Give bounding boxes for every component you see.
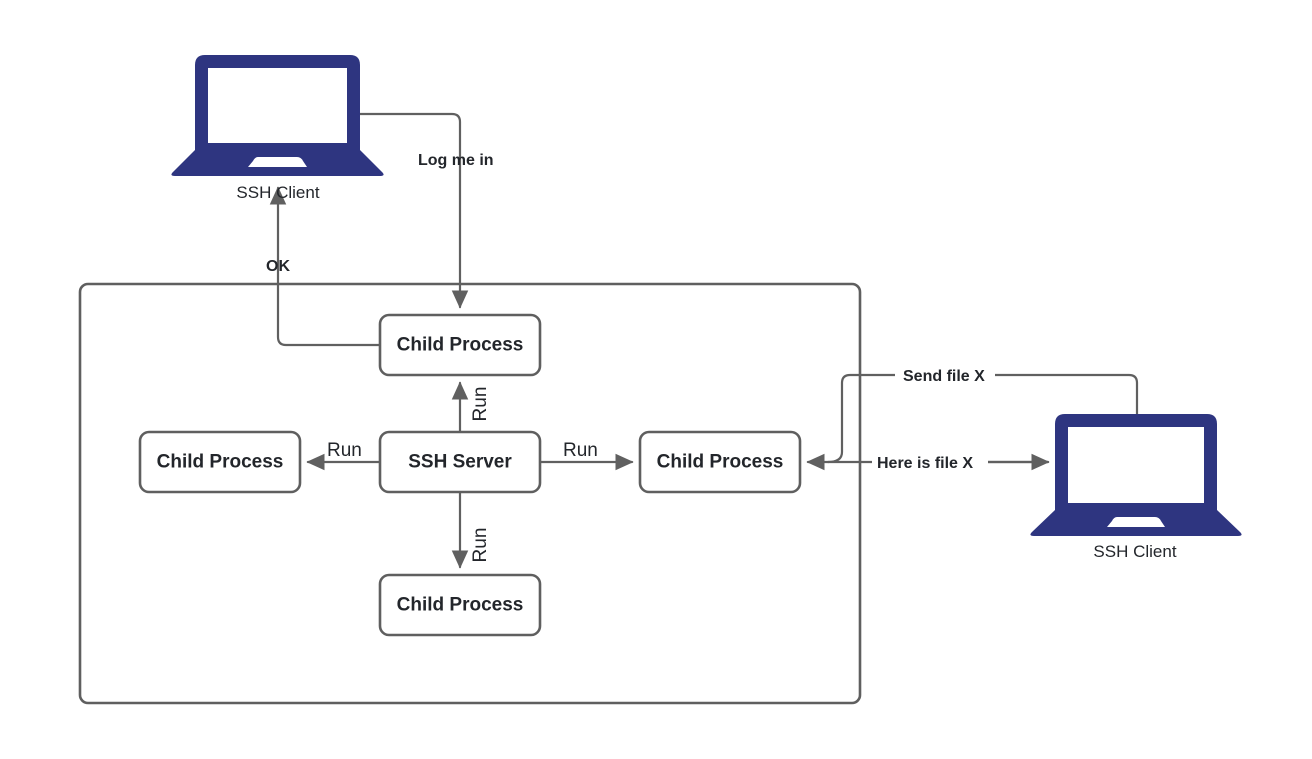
edge-label-send-file-x: Send file X [903,368,985,385]
edge-label-log-me-in: Log me in [418,152,494,169]
device-label-ssh-client-top: SSH Client [236,183,319,202]
device-ssh-client-right[interactable]: SSH Client [1030,414,1242,561]
node-child-right[interactable]: Child Process [638,430,802,494]
node-child-bottom-shape [378,573,542,637]
edge-label-run-left: Run [327,440,362,461]
node-child-bottom[interactable]: Child Process [378,573,542,637]
device-label-ssh-client-right: SSH Client [1093,542,1176,561]
node-child-top-shape [378,313,542,377]
edge-label-run-right: Run [563,440,598,461]
edge-label-run-up: Run [470,387,491,422]
device-ssh-client-top[interactable]: SSH Client [171,55,384,202]
node-ssh-server[interactable]: SSH Server [378,430,542,494]
node-child-top[interactable]: Child Process [378,313,542,377]
node-child-left-shape [138,430,302,494]
laptop-icon [171,55,384,176]
node-child-left[interactable]: Child Process [138,430,302,494]
edge-label-here-is-file-x: Here is file X [877,455,973,472]
label-backdrop-here [872,453,988,471]
edge-send-file-x-line [826,373,1139,464]
node-ssh-server-shape [378,430,542,494]
edge-label-run-down: Run [470,528,491,563]
ssh-server-host-container [78,282,862,705]
node-child-bottom-label: Child Process [397,595,524,616]
label-backdrop-send [895,366,995,384]
edge-log-me-in-line [356,112,469,309]
edge-ok-line [269,186,382,347]
node-child-right-shape [638,430,802,494]
node-ssh-server-label: SSH Server [408,452,512,473]
edge-label-ok: OK [266,258,290,275]
node-child-top-label: Child Process [397,335,524,356]
node-child-left-label: Child Process [157,452,284,473]
laptop-icon [1030,414,1242,536]
node-child-right-label: Child Process [657,452,784,473]
